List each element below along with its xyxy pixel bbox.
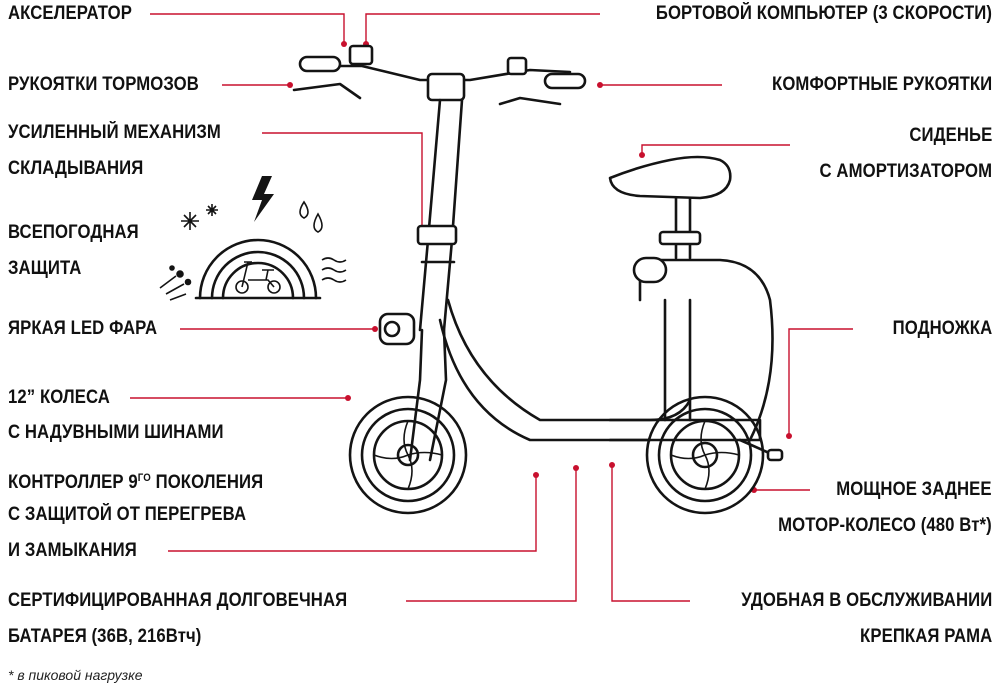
label-seat-1: СИДЕНЬЕ (908, 125, 992, 146)
label-weather-1: ВСЕПОГОДНАЯ (8, 222, 139, 243)
leader-lines (130, 13, 853, 602)
front-wheel (348, 395, 468, 515)
label-controller-1: КОНТРОЛЛЕР 9ГО ПОКОЛЕНИЯ (8, 472, 264, 493)
accelerator-unit (348, 44, 374, 66)
label-wheels-1: 12” КОЛЕСА (8, 387, 110, 408)
label-kickstand: ПОДНОЖКА (892, 318, 992, 339)
scooter-illustration (292, 44, 784, 515)
label-folding-1: УСИЛЕННЫЙ МЕХАНИЗМ (8, 122, 221, 143)
lightning-icon (252, 176, 274, 222)
weather-protection-icon (159, 176, 347, 301)
label-comfort-grips: КОМФОРТНЫЕ РУКОЯТКИ (771, 74, 992, 95)
label-brake-handles: РУКОЯТКИ ТОРМОЗОВ (8, 74, 199, 95)
leader-controller (168, 475, 537, 552)
label-service-2: КРЕПКАЯ РАМА (859, 626, 992, 647)
label-motor-2: МОТОР-КОЛЕСО (480 Вт*) (778, 515, 992, 536)
label-controller-3: И ЗАМЫКАНИЯ (8, 540, 137, 561)
label-onboard-computer: БОРТОВОЙ КОМПЬЮТЕР (3 СКОРОСТИ) (655, 3, 992, 24)
label-led-light: ЯРКАЯ LED ФАРА (8, 318, 158, 339)
leader-seat (641, 144, 790, 155)
bell (506, 56, 528, 76)
label-accelerator: АКСЕЛЕРАТОР (8, 3, 133, 24)
label-seat-2: С АМОРТИЗАТОРОМ (819, 161, 992, 182)
leader-accelerator (150, 13, 345, 44)
mini-scooter-icon (235, 261, 281, 294)
label-folding-2: СКЛАДЫВАНИЯ (8, 158, 144, 179)
wind-icon (321, 257, 347, 283)
label-controller-2: С ЗАЩИТОЙ ОТ ПЕРЕГРЕВА (8, 504, 247, 525)
leader-onboard-computer (365, 13, 600, 44)
snowflake-icon (181, 204, 218, 230)
footnote: * в пиковой нагрузке (8, 667, 143, 683)
brake-lever-left (292, 82, 362, 100)
rear-wheel (645, 395, 765, 515)
label-battery-1: СЕРТИФИЦИРОВАННАЯ ДОЛГОВЕЧНАЯ (8, 590, 348, 611)
label-service-1: УДОБНАЯ В ОБСЛУЖИВАНИИ (740, 590, 992, 611)
seat (608, 155, 732, 200)
brake-lever-right (498, 96, 562, 106)
leader-service (611, 465, 690, 602)
handlebar (292, 44, 587, 106)
label-motor-1: МОЩНОЕ ЗАДНЕЕ (836, 479, 992, 500)
headlight (378, 312, 416, 346)
leader-kickstand (788, 328, 853, 436)
grip-right (543, 72, 587, 90)
display (426, 72, 466, 102)
leader-battery (406, 468, 577, 602)
water-drops-icon (299, 200, 323, 233)
folding-clamp (416, 224, 458, 246)
label-weather-2: ЗАЩИТА (8, 258, 82, 279)
debris-icon (159, 265, 192, 301)
label-battery-2: БАТАРЕЯ (36В, 216Втч) (8, 626, 202, 647)
leader-folding (262, 132, 423, 238)
label-wheels-2: С НАДУВНЫМИ ШИНАМИ (8, 422, 224, 443)
